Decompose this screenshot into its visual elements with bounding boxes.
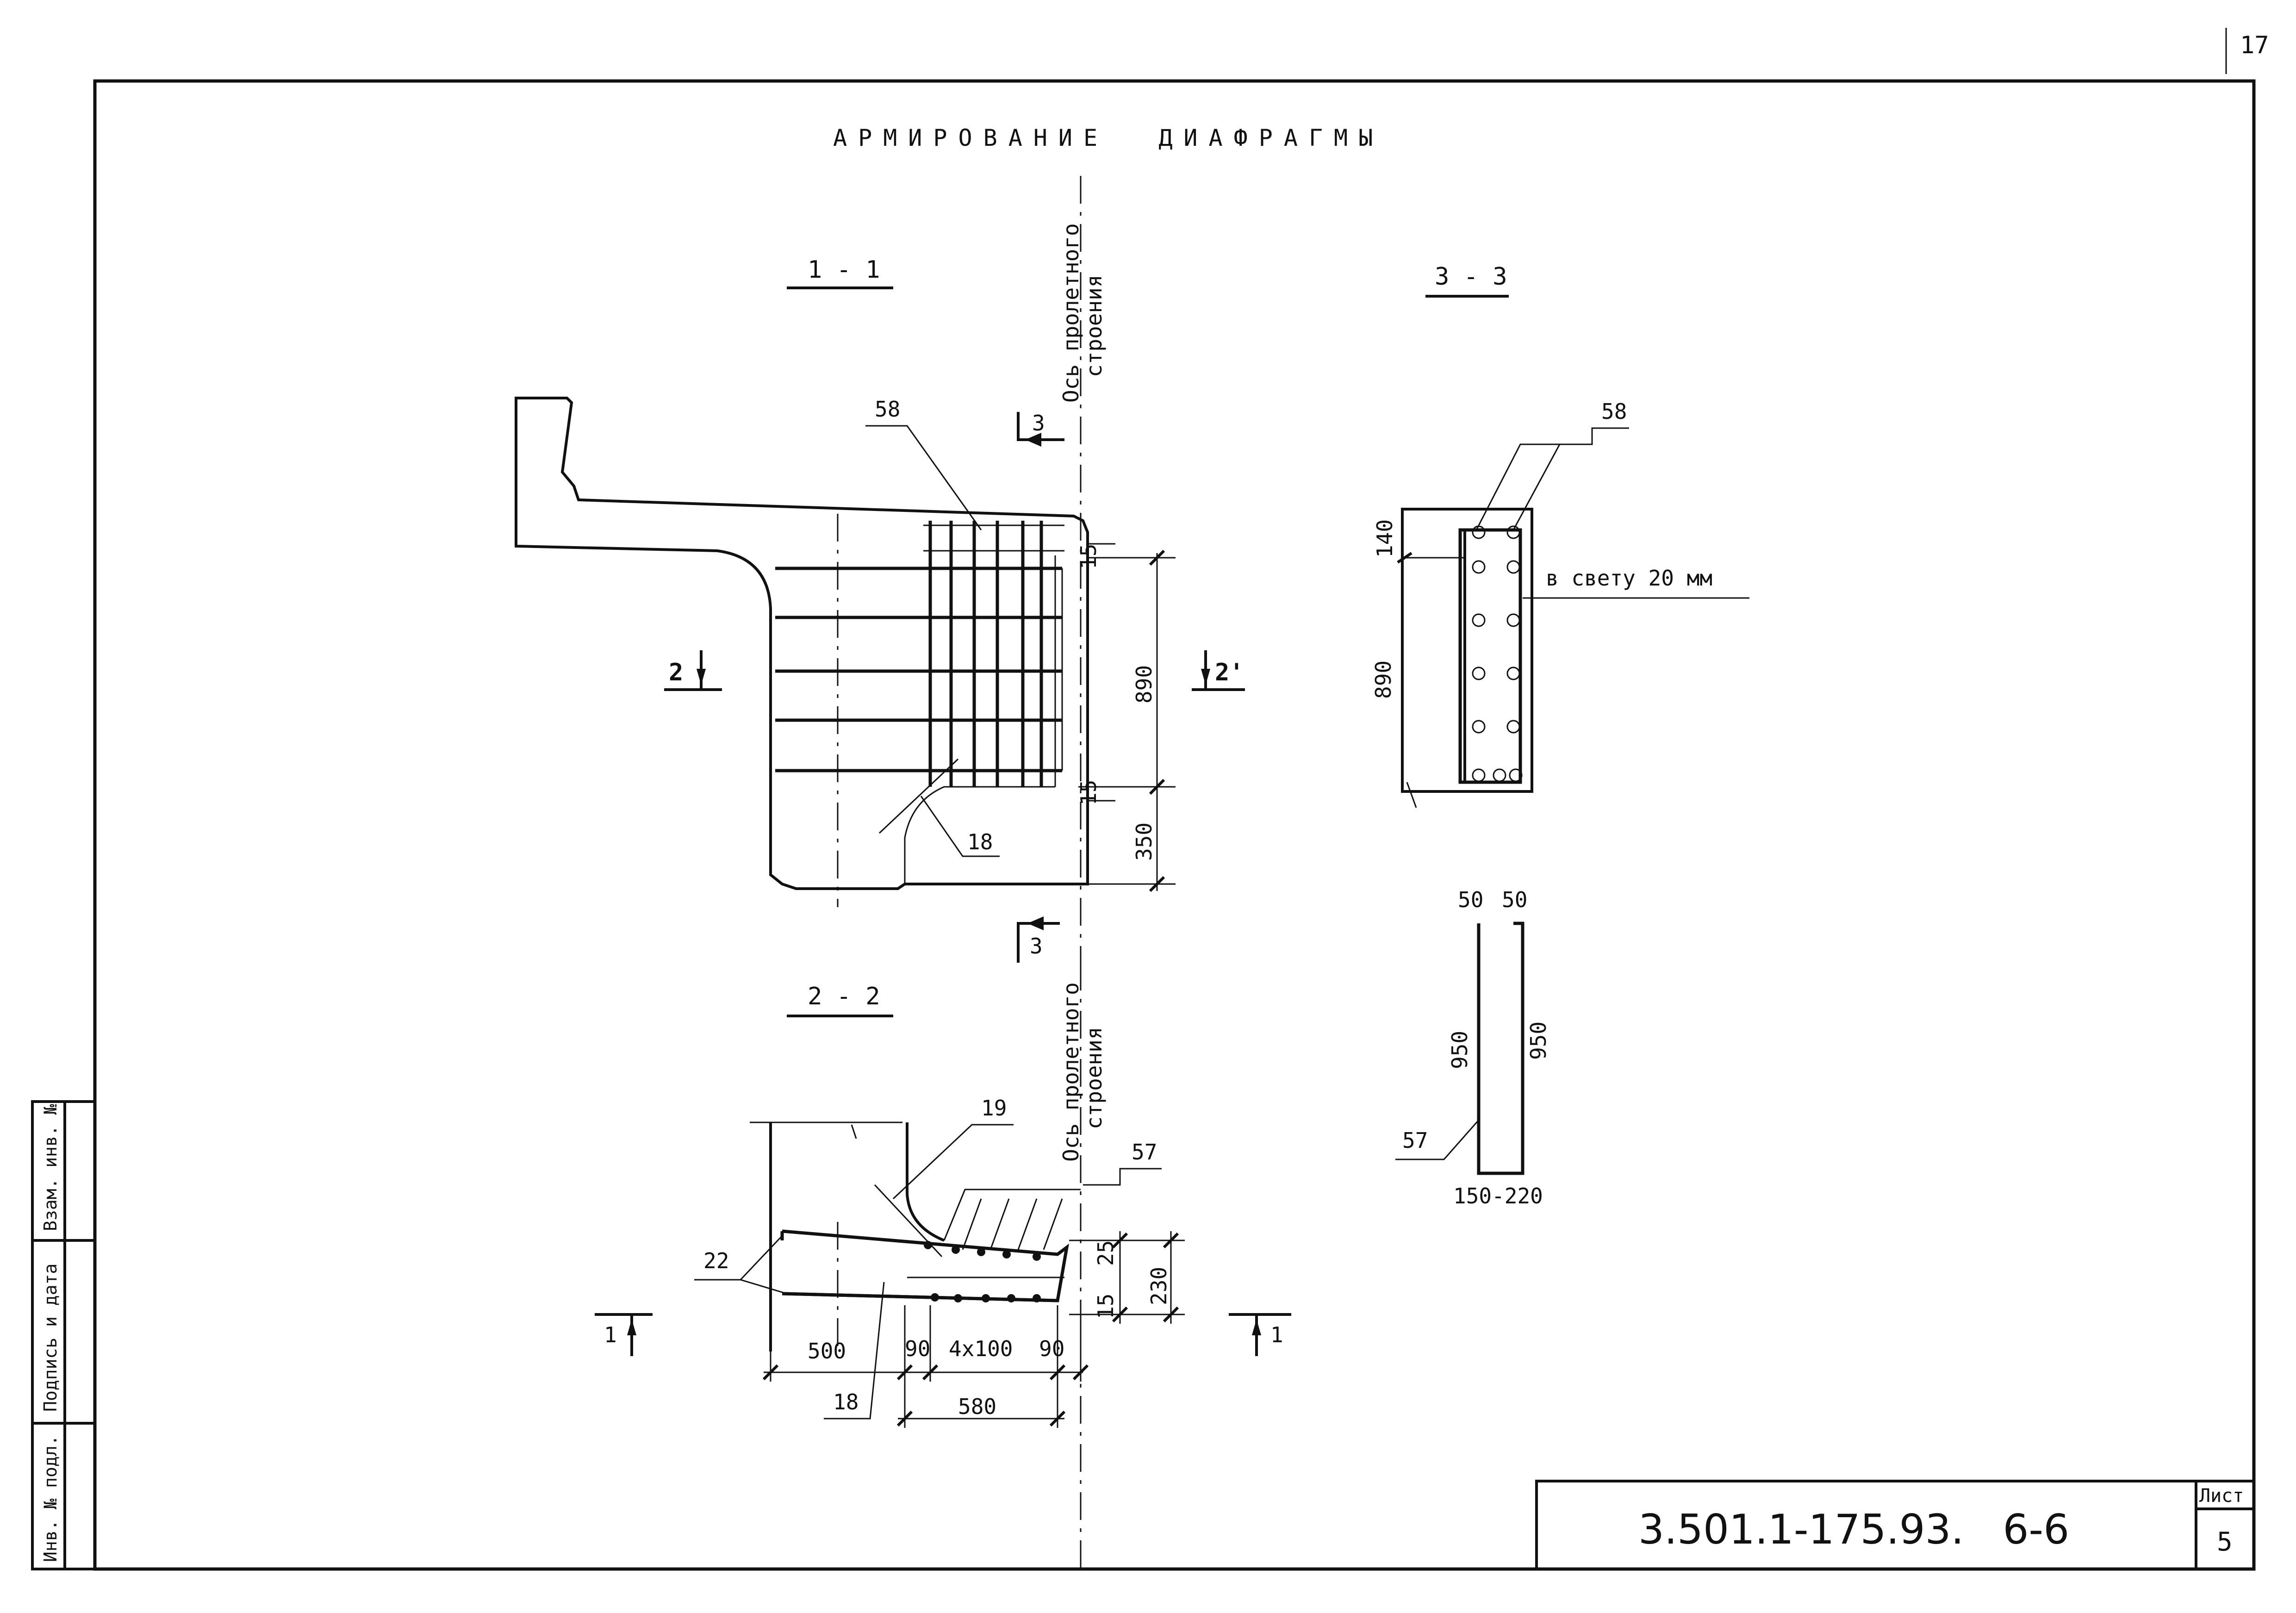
- drawing-frame: [93, 79, 2256, 1571]
- cut-mark-3-top: 3: [1017, 411, 1064, 447]
- dim-50-left: 50: [1458, 887, 1483, 912]
- section-3-3: 3 - 3 58 в свету 20 мм: [1371, 263, 1749, 808]
- bar-57-detail: 50 50 950 950 150-220 57: [1395, 887, 1551, 1208]
- mark-58-s11: 58: [875, 397, 900, 422]
- mark-18-s11: 18: [967, 829, 993, 854]
- dim-50-right: 50: [1502, 887, 1527, 912]
- dim-140: 140: [1372, 519, 1397, 558]
- stamp-sign-date: Подпись и дата: [40, 1264, 61, 1412]
- cut-2-left-label: 2: [669, 659, 683, 686]
- cut-1-right-label: 1: [1270, 1322, 1283, 1347]
- dim-950-left: 950: [1447, 1031, 1472, 1069]
- dim-15-top: 15: [1076, 544, 1101, 569]
- doc-code: 3.501.1-175.93. 6-6: [1638, 1506, 2069, 1553]
- mark-19: 19: [981, 1096, 1007, 1121]
- page-number: 17: [2240, 31, 2269, 59]
- dim-230: 230: [1146, 1267, 1171, 1305]
- mark-57-detail: 57: [1402, 1128, 1428, 1153]
- cut-2-right-label: 2': [1215, 659, 1244, 686]
- dim-90-right: 90: [1039, 1336, 1064, 1361]
- mark-57-s22: 57: [1132, 1140, 1157, 1165]
- dim-90-left: 90: [905, 1336, 930, 1361]
- dim-890: 890: [1132, 665, 1157, 704]
- section-2-2-label: 2 - 2: [808, 983, 880, 1010]
- mark-22: 22: [703, 1248, 729, 1273]
- mark-18-s22: 18: [833, 1389, 859, 1414]
- cut-mark-2-left: 2: [664, 650, 722, 691]
- dim-890-s33: 890: [1371, 660, 1396, 699]
- dim-4x100: 4x100: [949, 1336, 1013, 1361]
- side-stamp: Взам. инв. № Подпись и дата Инв. № подл.: [31, 1100, 96, 1570]
- dim-350: 350: [1132, 822, 1157, 861]
- stamp-vzam: Взам. инв. №: [40, 1104, 61, 1231]
- cut-3-bottom-label: 3: [1030, 934, 1043, 959]
- dim-580: 580: [958, 1394, 996, 1419]
- section-2-2: 2 - 2 Ось пролетного строения: [595, 963, 1291, 1569]
- axis-label-bottom-2: строения: [1082, 1027, 1107, 1129]
- dim-950-right: 950: [1526, 1021, 1551, 1060]
- cut-mark-1-left: 1: [595, 1313, 653, 1356]
- dim-25: 25: [1093, 1240, 1118, 1266]
- cut-1-left-label: 1: [604, 1322, 617, 1347]
- mark-58-s33: 58: [1601, 399, 1627, 424]
- axis-label-bottom-1: Ось пролетного: [1058, 982, 1083, 1162]
- drawing-title: АРМИРОВАНИЕ ДИАФРАГМЫ: [833, 125, 1384, 151]
- dim-500: 500: [808, 1339, 846, 1364]
- title-block: 3.501.1-175.93. 6-6 Лист 5: [1535, 1480, 2255, 1570]
- cut-mark-1-right: 1: [1229, 1313, 1291, 1356]
- dim-150-220: 150-220: [1453, 1183, 1543, 1208]
- section-1-1-label: 1 - 1: [808, 256, 880, 284]
- dim-15-s22: 15: [1093, 1294, 1118, 1319]
- cut-mark-3-bottom: 3: [1017, 916, 1060, 963]
- axis-label-top-2: строения: [1082, 274, 1107, 377]
- note-clear-gap: в свету 20 мм: [1546, 566, 1712, 591]
- stamp-inv-sub: Инв. № подл.: [40, 1435, 61, 1562]
- section-3-3-label: 3 - 3: [1435, 263, 1507, 291]
- dim-15-bottom: 15: [1076, 780, 1101, 805]
- axis-label-top-1: Ось пролетного: [1058, 223, 1083, 403]
- sheet-label: Лист: [2199, 1485, 2244, 1507]
- cut-mark-2-right: 2': [1192, 650, 1245, 691]
- cut-3-top-label: 3: [1032, 411, 1045, 436]
- section-1-1: 1 - 1 58 18: [515, 176, 1245, 967]
- sheet-number: 5: [2217, 1527, 2233, 1557]
